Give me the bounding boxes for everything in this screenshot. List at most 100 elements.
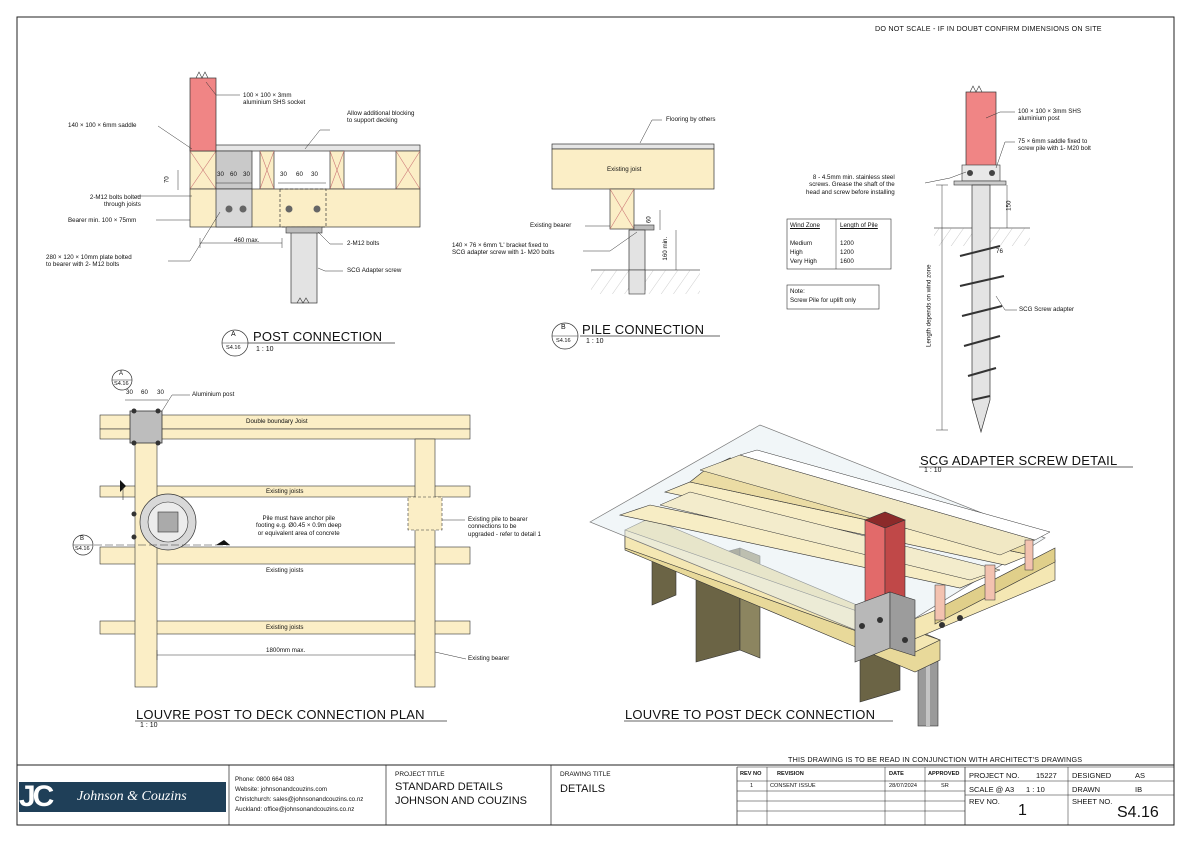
- label-bearer-min: Bearer min. 100 × 75mm: [68, 217, 137, 224]
- project-no-label: PROJECT NO.: [969, 771, 1020, 780]
- sheet-border: [16, 16, 1175, 826]
- do-not-scale-note: DO NOT SCALE - IF IN DOUBT CONFIRM DIMEN…: [875, 24, 1102, 33]
- title-scg-detail: SCG ADAPTER SCREW DETAIL: [920, 453, 1118, 468]
- label-existing-bearer-plan: Existing bearer: [468, 655, 510, 662]
- title-plan: LOUVRE POST TO DECK CONNECTION PLAN: [136, 707, 425, 722]
- note-uplift: Screw Pile for uplift only: [790, 297, 857, 304]
- plan-marker-a-sheet: S4.16: [114, 381, 129, 387]
- project-title-line2: JOHNSON AND COUZINS: [395, 795, 528, 807]
- wind-zone-high: High: [790, 249, 803, 256]
- title-pile-connection: PILE CONNECTION: [582, 322, 705, 337]
- rev-row-date: 28/07/2024: [889, 783, 917, 789]
- label-length-wind-zone: Length depends on wind zone: [925, 264, 933, 347]
- rev-header-no: REV NO: [740, 771, 762, 777]
- drawing-title: DETAILS: [560, 783, 606, 795]
- contact-christchurch: Christchurch: sales@johnsonandcouzins.co…: [235, 796, 364, 803]
- contact-website: Website: johnsonandcouzins.com: [235, 786, 328, 793]
- project-title-label: PROJECT TITLE: [395, 771, 445, 778]
- isometric-view: [589, 424, 1056, 727]
- dim-a-3: 30: [243, 171, 250, 178]
- wind-zone-table: [786, 218, 892, 270]
- read-with-architect-note: THIS DRAWING IS TO BE READ IN CONJUNCTIO…: [788, 755, 1083, 764]
- post-connection-detail: [136, 71, 421, 357]
- dim-60: 60: [645, 216, 653, 224]
- wind-length-medium: 1200: [840, 240, 854, 247]
- scale-plan: 1 : 10: [140, 722, 158, 729]
- dim-b-2: 60: [296, 171, 303, 178]
- project-no: 15227: [1036, 771, 1057, 780]
- plan-dim-3: 30: [157, 389, 164, 396]
- scale-pile-connection: 1 : 10: [586, 338, 604, 345]
- wind-zone-very-high: Very High: [790, 258, 817, 265]
- pile-connection-detail: [551, 119, 720, 350]
- rev-no-label: REV NO.: [969, 797, 1000, 806]
- contact-phone: Phone: 0800 664 083: [235, 776, 295, 783]
- label-existing-bearer: Existing bearer: [530, 222, 572, 229]
- label-saddle: 140 × 100 × 6mm saddle: [68, 122, 137, 129]
- dim-b-1: 30: [280, 171, 287, 178]
- dim-70: 70: [163, 176, 171, 184]
- title-isometric: LOUVRE TO POST DECK CONNECTION: [625, 707, 876, 722]
- plan-marker-a-letter: A: [119, 371, 124, 377]
- dim-460: 460 max.: [234, 237, 260, 244]
- designed-label: DESIGNED: [1072, 771, 1112, 780]
- label-double-boundary-joist: Double boundary Joist: [246, 418, 308, 425]
- note-label: Note:: [790, 288, 805, 295]
- label-scg-screw-adapter: SCG Screw adapter: [1019, 306, 1075, 313]
- wind-table-header-zone: Wind Zone: [790, 222, 820, 229]
- dim-1800: 1800mm max.: [266, 647, 306, 654]
- rev-header-approved: APPROVED: [928, 771, 960, 777]
- wind-table-header-length: Length of Pile: [840, 222, 878, 229]
- logo-initials: JC: [19, 780, 54, 813]
- marker-b-letter: B: [561, 324, 566, 331]
- label-m12-bolts: 2-M12 bolts: [347, 240, 380, 247]
- marker-a-sheet: S4.16: [226, 345, 241, 351]
- drawn-label: DRAWN: [1072, 785, 1101, 794]
- scale-value: 1 : 10: [1026, 785, 1045, 794]
- plan-dim-1: 30: [126, 389, 133, 396]
- wind-length-high: 1200: [840, 249, 854, 256]
- rev-row-no: 1: [750, 783, 754, 789]
- rev-header-date: DATE: [889, 771, 904, 777]
- plan-marker-b-letter: B: [80, 536, 85, 542]
- drawing-title-label: DRAWING TITLE: [560, 771, 611, 778]
- deck-connection-plan: [72, 369, 471, 722]
- plan-marker-b-sheet: S4.16: [75, 546, 90, 552]
- scale-scg-detail: 1 : 10: [924, 467, 942, 474]
- label-existing-joists-1: Existing joists: [266, 488, 304, 495]
- label-existing-joists-2: Existing joists: [266, 567, 304, 574]
- label-existing-joists-3: Existing joists: [266, 624, 304, 631]
- marker-a-letter: A: [231, 331, 236, 338]
- sheet-no-label: SHEET NO.: [1072, 797, 1113, 806]
- wind-zone-medium: Medium: [790, 240, 813, 247]
- dim-b-3: 30: [311, 171, 318, 178]
- label-adapter-screw: SCG Adapter screw: [347, 267, 402, 274]
- title-block: [17, 764, 1174, 825]
- label-flooring: Flooring by others: [666, 116, 716, 123]
- title-post-connection: POST CONNECTION: [253, 329, 383, 344]
- dim-160: 160 min.: [662, 236, 670, 261]
- scale-post-connection: 1 : 10: [256, 346, 274, 353]
- dim-76: 76: [996, 248, 1003, 255]
- designed-value: AS: [1135, 771, 1146, 780]
- scale-label: SCALE @ A3: [969, 785, 1015, 794]
- uplift-note-box: [786, 284, 880, 310]
- rev-header-revision: REVISION: [777, 771, 804, 777]
- dim-a-1: 30: [217, 171, 224, 178]
- label-aluminium-post: Aluminium post: [192, 391, 235, 398]
- scg-adapter-detail: [786, 85, 1133, 468]
- plan-dim-2: 60: [141, 389, 148, 396]
- drawn-value: IB: [1135, 785, 1143, 794]
- rev-row-revision: CONSENT ISSUE: [770, 783, 816, 789]
- project-title-line1: STANDARD DETAILS: [395, 781, 503, 793]
